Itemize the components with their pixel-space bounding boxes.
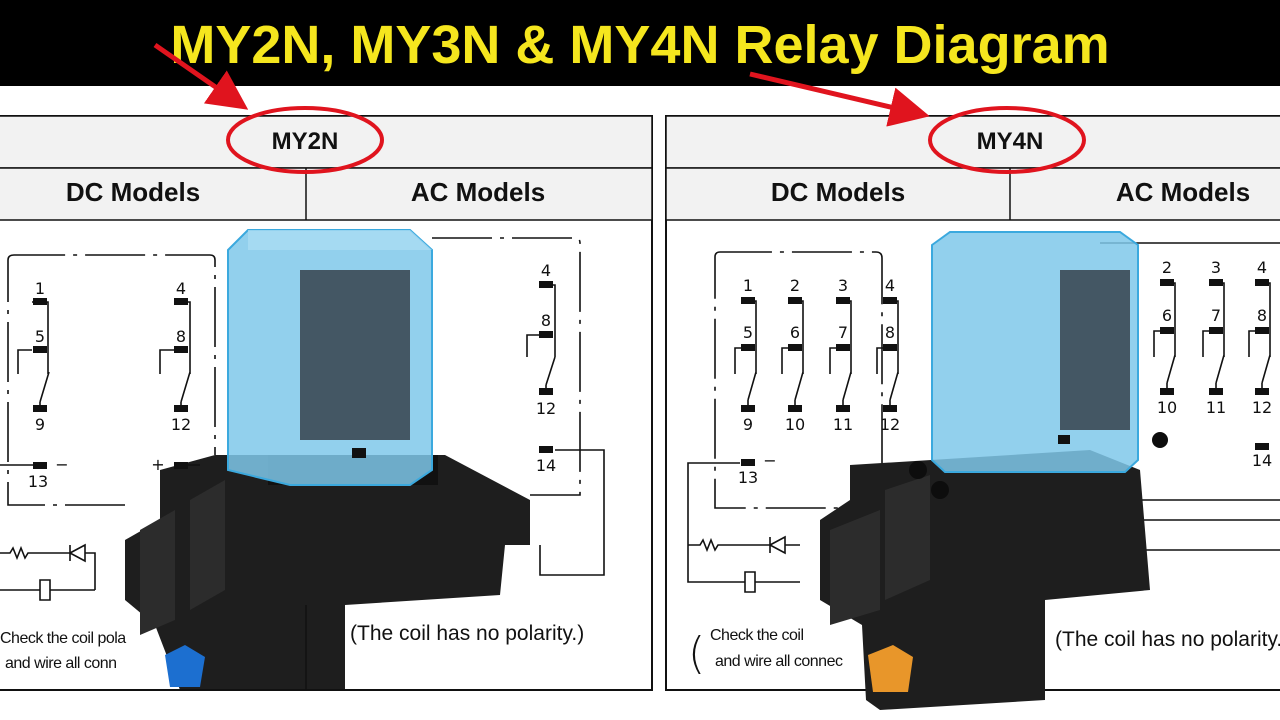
ac-models-header: AC Models — [411, 177, 545, 207]
dc-models-header: DC Models — [66, 177, 200, 207]
contact-schematic: 1 5 9 — [734, 276, 757, 434]
model-label-my2n: MY2N — [272, 128, 339, 155]
contact-schematic: 2 6 10 — [781, 276, 805, 434]
terminal-label: 2 — [790, 276, 800, 295]
contact-schematic: 4 8 12 — [876, 276, 900, 434]
terminal-label: 10 — [785, 415, 805, 434]
contact-schematic: 2 6 10 — [1153, 258, 1177, 417]
terminal-label: 1 — [35, 279, 45, 298]
terminal-label: 12 — [880, 415, 900, 434]
terminal-label: 5 — [35, 327, 45, 346]
terminal-label: 1 — [743, 276, 753, 295]
arrow-to-my2n — [153, 42, 249, 110]
coil-circuit — [0, 543, 96, 601]
red-annotations — [153, 42, 1086, 174]
highlight-ellipse-my2n — [226, 106, 384, 174]
terminal-label: 6 — [790, 323, 800, 342]
terminal-label: 4 — [541, 261, 551, 280]
ac-models-header: AC Models — [1116, 177, 1250, 207]
terminal-label: 8 — [176, 327, 186, 346]
coil-terminal: 14 — [1252, 443, 1272, 470]
terminal-label: 4 — [176, 279, 186, 298]
contact-schematic — [0, 298, 200, 469]
arrow-to-my4n — [749, 71, 930, 127]
terminal-label: 12 — [1252, 398, 1272, 417]
terminal-label: 9 — [35, 415, 45, 434]
note-paren: ( — [688, 628, 705, 679]
terminal-label: 8 — [1257, 306, 1267, 325]
ac-note: (The coil has no polarity.) — [350, 622, 584, 645]
din-clip — [165, 645, 205, 687]
dc-models-header: DC Models — [771, 177, 905, 207]
dc-note-line1: Check the coil — [710, 627, 804, 644]
terminal-label: 3 — [838, 276, 848, 295]
dc-note-line1: Check the coil pola — [0, 630, 126, 647]
terminal-label: 9 — [743, 415, 753, 434]
terminal-label: 5 — [743, 323, 753, 342]
plus-sign: + — [151, 455, 164, 474]
minus-sign: − — [55, 455, 68, 474]
my4n-panel-frame — [665, 115, 1280, 691]
my2n-panel: MY2N DC Models AC Models 1 4 5 8 9 12 13… — [0, 115, 653, 691]
dc-note-line2: and wire all connec — [715, 653, 843, 670]
relay-my4n-image — [820, 231, 1168, 710]
din-clip — [868, 645, 913, 692]
terminal-label: 3 — [1211, 258, 1221, 277]
my4n-panel: MY4N DC Models AC Models 13 − (The coil … — [688, 128, 1280, 679]
terminal-label: 4 — [885, 276, 895, 295]
terminal-label: 7 — [1211, 306, 1221, 325]
terminal-label: 12 — [536, 399, 556, 418]
banner-title: MY2N, MY3N & MY4N Relay Diagram — [170, 15, 1109, 75]
model-label-my4n: MY4N — [977, 128, 1044, 155]
terminal-label: 4 — [1257, 258, 1267, 277]
contact-schematic: 4 8 12 — [1248, 258, 1272, 417]
dc-note-line2: and wire all conn — [5, 655, 117, 672]
terminal-label: 14 — [536, 456, 556, 475]
terminal-label: 11 — [1206, 398, 1226, 417]
terminal-label: 7 — [838, 323, 848, 342]
highlight-ellipse-my4n — [928, 106, 1086, 174]
terminal-label: 12 — [171, 415, 191, 434]
terminal-label: 8 — [541, 311, 551, 330]
terminal-label: 2 — [1162, 258, 1172, 277]
terminal-label: 6 — [1162, 306, 1172, 325]
ac-note: (The coil has no polarity.) — [1055, 628, 1280, 651]
terminal-label: 13 — [28, 472, 48, 491]
terminal-label: 11 — [833, 415, 853, 434]
contact-schematic: 3 7 11 — [1202, 258, 1226, 417]
terminal-label: 10 — [1157, 398, 1177, 417]
terminal-label: 13 — [738, 468, 758, 487]
contact-schematic: 3 7 11 — [829, 276, 853, 434]
relay-my2n-image — [125, 229, 530, 690]
terminal-label: 8 — [885, 323, 895, 342]
terminal-label: 14 — [1252, 451, 1272, 470]
minus-sign: − — [763, 451, 776, 470]
